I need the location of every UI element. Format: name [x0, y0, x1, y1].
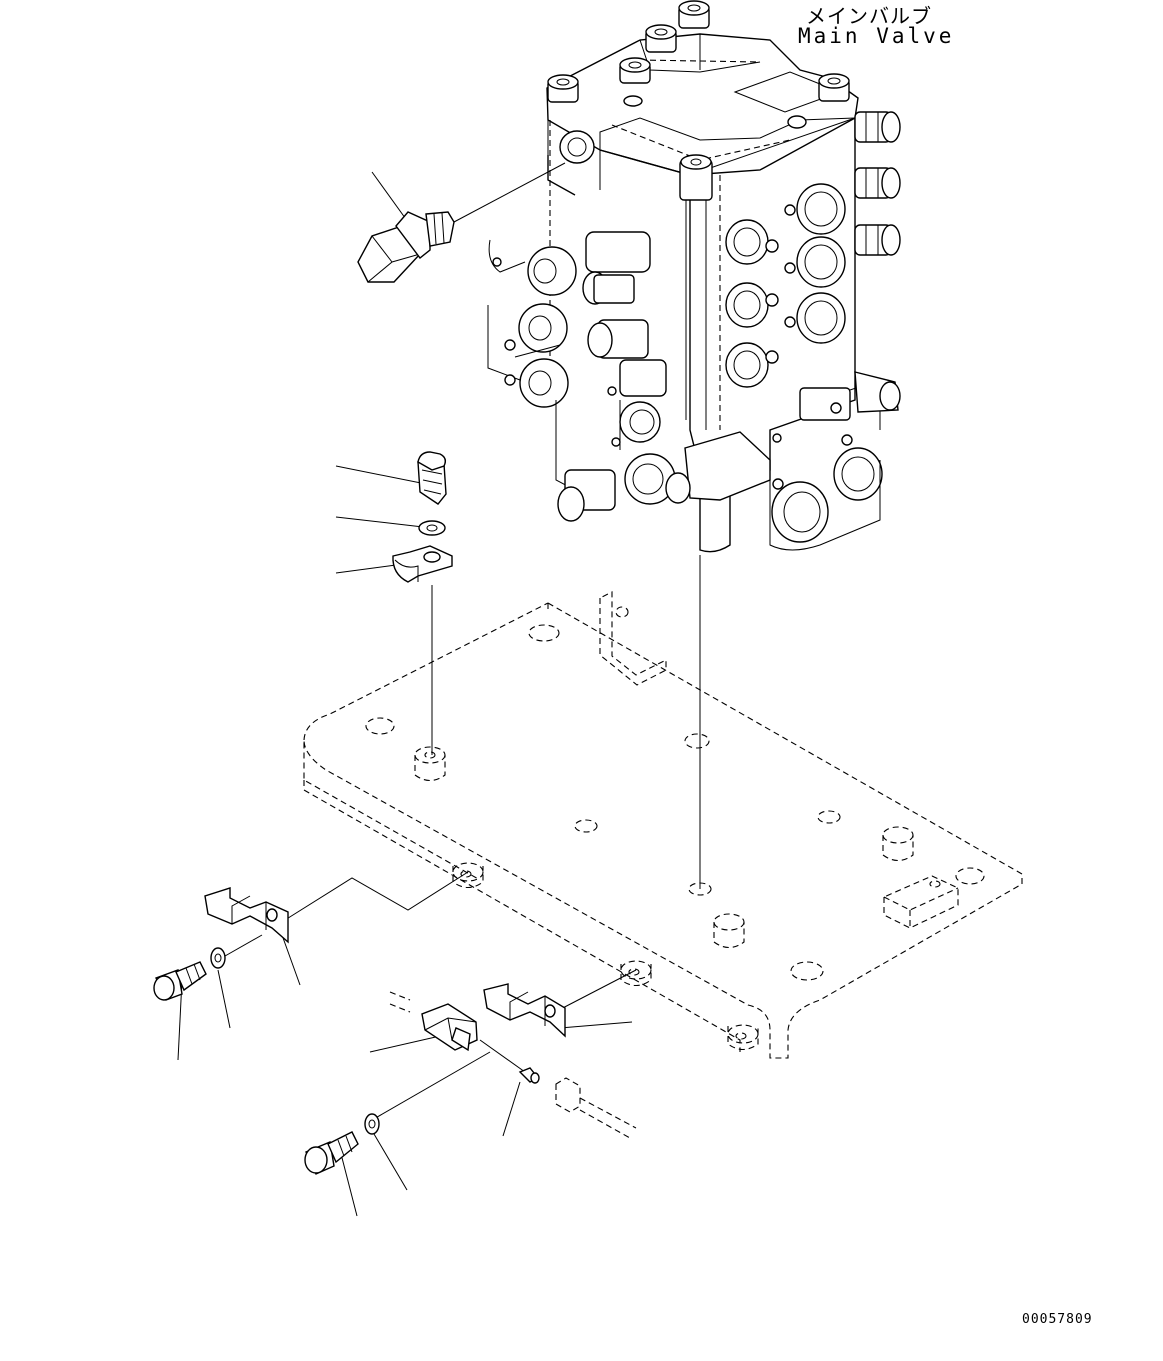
washer-icon — [364, 1113, 380, 1135]
pressure-sensor-icon — [357, 211, 455, 283]
connector-icon — [518, 1067, 540, 1084]
connector-icon — [421, 1003, 478, 1052]
bolt-icon — [417, 451, 447, 505]
main-valve-label-english: Main Valve — [798, 24, 955, 48]
bracket-icon — [483, 983, 566, 1038]
main-valve-label-japanese: メインバルブ — [806, 4, 932, 28]
bolt-icon — [153, 961, 207, 1001]
bracket-icon — [204, 887, 289, 944]
drawing-number: 00057809 — [1022, 1312, 1093, 1327]
mounting-plate-icon — [303, 591, 1023, 1139]
bolt-icon — [304, 1131, 359, 1175]
clamp-icon — [392, 545, 453, 583]
assembly-leader-lines — [217, 162, 701, 1121]
main-valve-assembly-icon — [487, 0, 901, 553]
washer-icon — [210, 947, 226, 969]
washer-icon — [418, 520, 446, 536]
